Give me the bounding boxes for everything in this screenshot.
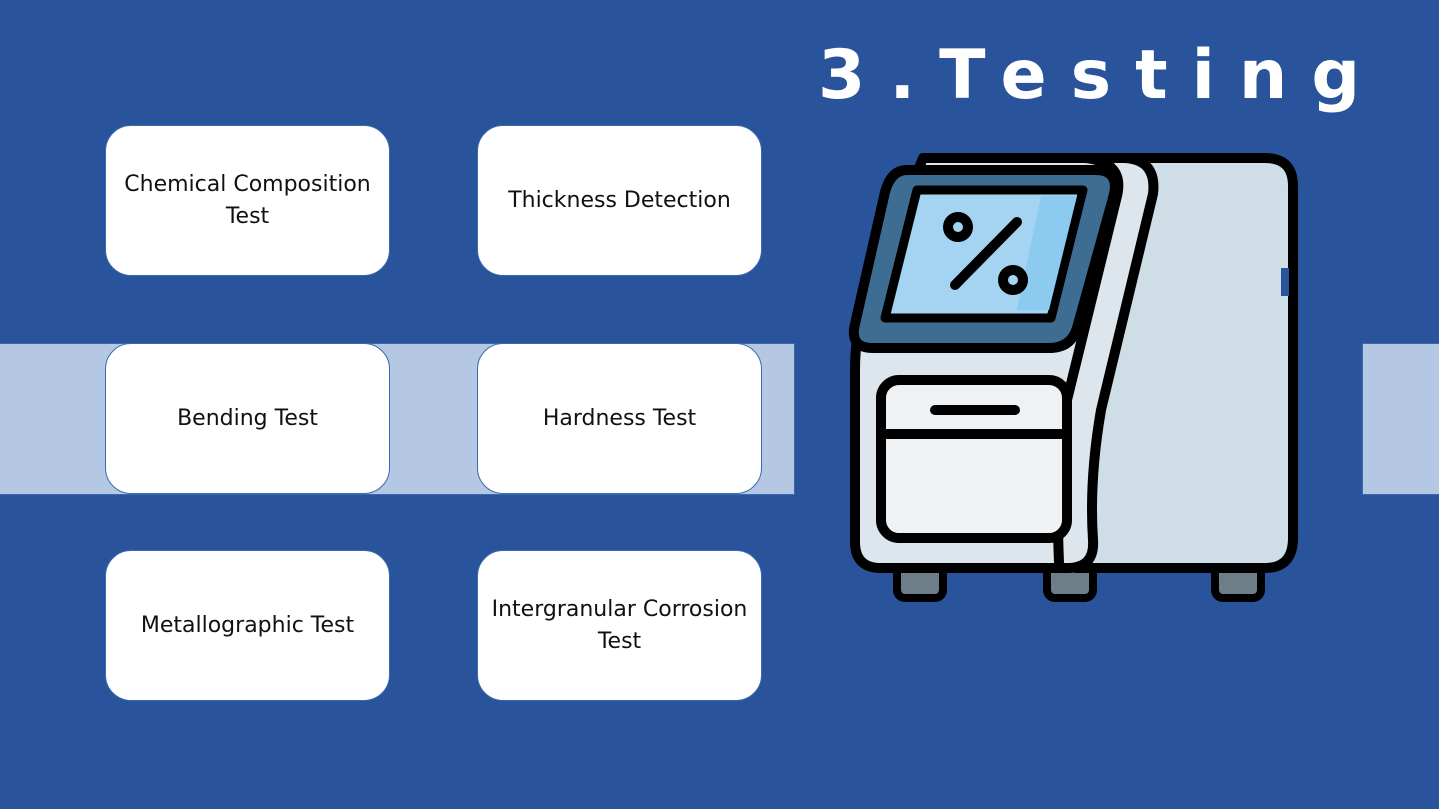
highlight-band-right bbox=[1362, 343, 1439, 495]
machine-drawer bbox=[876, 375, 1072, 543]
test-card-metallographic[interactable]: Metallographic Test bbox=[105, 550, 390, 701]
percent-icon bbox=[943, 212, 1028, 295]
test-card-bending[interactable]: Bending Test bbox=[105, 343, 390, 494]
testing-machine-icon bbox=[848, 153, 1298, 602]
test-card-thickness-detection[interactable]: Thickness Detection bbox=[477, 125, 762, 276]
test-card-hardness[interactable]: Hardness Test bbox=[477, 343, 762, 494]
slide-title: 3.Testing bbox=[818, 36, 1384, 115]
test-card-chemical-composition[interactable]: Chemical Composition Test bbox=[105, 125, 390, 276]
test-card-intergranular-corrosion[interactable]: Intergranular Corrosion Test bbox=[477, 550, 762, 701]
